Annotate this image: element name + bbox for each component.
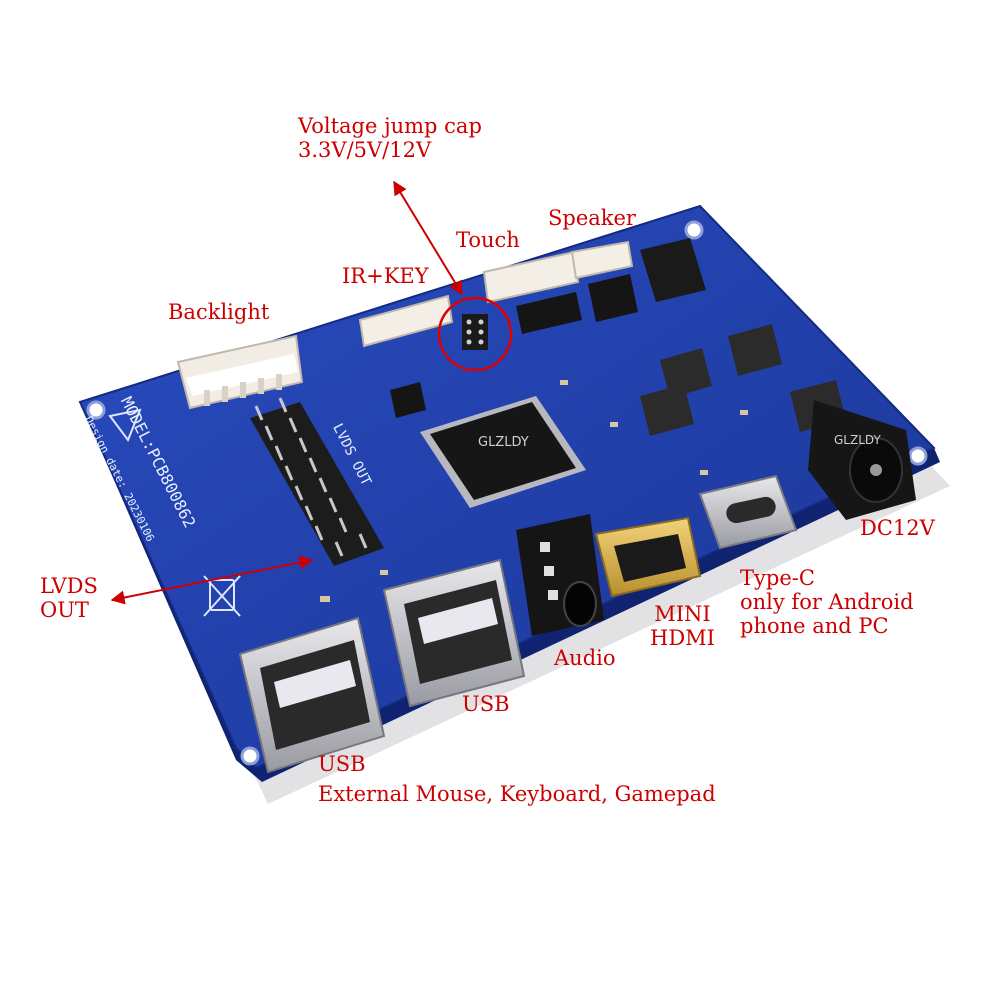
label-speaker: Speaker (548, 206, 636, 230)
touch-connector (482, 250, 580, 304)
inductor (728, 324, 782, 376)
label-usb-center: USB (462, 692, 510, 716)
lvds-pin-header (250, 397, 384, 566)
label-type-c-line2: only for Android (740, 590, 914, 614)
label-type-c: Type-C only for Android phone and PC (740, 566, 914, 638)
ic-chip (516, 292, 582, 334)
voltage-jumper-highlight (437, 296, 513, 372)
mount-hole (86, 400, 106, 420)
inductor (660, 348, 712, 398)
label-ir-key: IR+KEY (342, 264, 429, 288)
label-dc12v: DC12V (860, 516, 935, 540)
gpio-pin-header (640, 238, 706, 302)
label-lvds-out-line2: OUT (40, 598, 89, 622)
main-soc: GLZLDY (420, 396, 586, 508)
label-usb-left-line2: External Mouse, Keyboard, Gamepad (318, 782, 716, 806)
label-voltage-jump-cap-line2: 3.3V/5V/12V (298, 138, 432, 162)
ic-chip (390, 382, 426, 418)
dc-barrel-jack: GLZLDY (808, 400, 916, 520)
label-audio: Audio (554, 646, 616, 670)
inductor (640, 384, 694, 436)
mount-hole (908, 446, 928, 466)
mini-hdmi-port (594, 516, 702, 598)
watermark-soc: GLZLDY (478, 435, 529, 450)
label-usb-left-line1: USB (318, 752, 366, 776)
ir-key-connector (358, 294, 454, 348)
backlight-connector (176, 334, 304, 410)
label-lvds-out: LVDS OUT (40, 574, 98, 622)
label-touch: Touch (456, 228, 520, 252)
label-lvds-out-line1: LVDS (40, 574, 98, 598)
voltage-arrow (393, 180, 463, 296)
smd-components (320, 380, 748, 602)
mount-hole (684, 220, 704, 240)
ic-chip (588, 274, 638, 322)
label-mini-hdmi-line1: MINI (654, 602, 711, 626)
lvds-arrow (110, 555, 314, 605)
audio-jack (516, 514, 604, 636)
usb-port-center (382, 558, 526, 708)
label-backlight: Backlight (168, 300, 270, 324)
label-mini-hdmi: MINI HDMI (650, 602, 715, 650)
label-voltage-jump-cap: Voltage jump cap 3.3V/5V/12V (298, 114, 482, 162)
label-voltage-jump-cap-line1: Voltage jump cap (298, 114, 482, 138)
watermark-jack: GLZLDY (834, 433, 881, 447)
label-mini-hdmi-line2: HDMI (650, 626, 715, 650)
type-c-port (698, 474, 798, 550)
label-usb-left: USB External Mouse, Keyboard, Gamepad (318, 752, 716, 806)
mount-hole (240, 746, 260, 766)
silkscreen-logo (108, 408, 142, 443)
voltage-jumper (462, 314, 488, 350)
label-type-c-line1: Type-C (740, 566, 815, 590)
usb-port-left (238, 616, 386, 774)
label-type-c-line3: phone and PC (740, 614, 889, 638)
speaker-connector (570, 240, 634, 280)
